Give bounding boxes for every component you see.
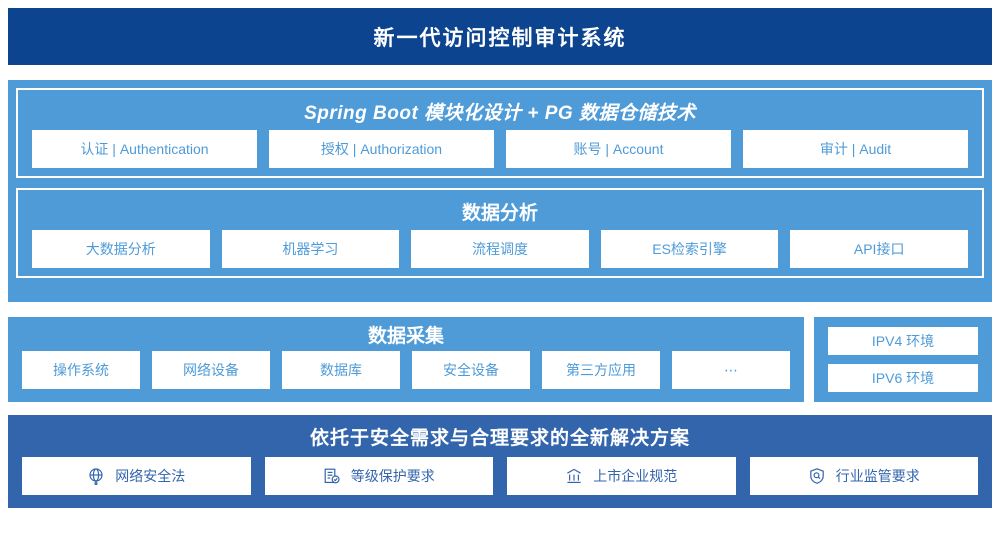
platform-group-title: Spring Boot 模块化设计 + PG 数据仓储技术 (304, 103, 696, 124)
collection-row: 数据采集 操作系统 网络设备 数据库 安全设备 第三方应用 ⋯ IPV4 环境 … (8, 317, 992, 402)
collection-card-row: 操作系统 网络设备 数据库 安全设备 第三方应用 ⋯ (22, 351, 790, 389)
analytics-group: 数据分析 大数据分析 机器学习 流程调度 ES检索引擎 API接口 (16, 188, 984, 278)
page-title: 新一代访问控制审计系统 (373, 26, 627, 50)
compliance-layer-title: 依托于安全需求与合理要求的全新解决方案 (309, 428, 690, 449)
compliance-card-label: 上市企业规范 (593, 468, 678, 484)
analytics-card-process-scheduling[interactable]: 流程调度 (411, 230, 589, 268)
source-card-third-party-app[interactable]: 第三方应用 (542, 351, 660, 389)
source-card-security-device[interactable]: 安全设备 (412, 351, 530, 389)
source-card-network-device[interactable]: 网络设备 (152, 351, 270, 389)
shield-search-icon (808, 467, 826, 485)
compliance-card-label: 等级保护要求 (350, 468, 435, 484)
collection-layer-panel: 数据采集 操作系统 网络设备 数据库 安全设备 第三方应用 ⋯ (8, 317, 804, 402)
source-card-more[interactable]: ⋯ (672, 351, 790, 389)
globe-icon (87, 467, 105, 485)
module-card-authorization[interactable]: 授权 | Authorization (269, 130, 494, 168)
platform-group: Spring Boot 模块化设计 + PG 数据仓储技术 认证 | Authe… (16, 88, 984, 178)
module-card-account[interactable]: 账号 | Account (506, 130, 731, 168)
architecture-diagram: 新一代访问控制审计系统 Spring Boot 模块化设计 + PG 数据仓储技… (0, 8, 1000, 537)
analytics-card-bigdata[interactable]: 大数据分析 (32, 230, 210, 268)
module-card-audit[interactable]: 审计 | Audit (743, 130, 968, 168)
module-card-authentication[interactable]: 认证 | Authentication (32, 130, 257, 168)
compliance-card-classified-protection[interactable]: 等级保护要求 (264, 457, 493, 495)
compliance-card-label: 行业监管要求 (835, 468, 920, 484)
analytics-card-es-search[interactable]: ES检索引擎 (600, 230, 779, 268)
compliance-card-industry-regulation[interactable]: 行业监管要求 (749, 457, 978, 495)
platform-card-row: 认证 | Authentication 授权 | Authorization 账… (32, 130, 968, 168)
compliance-card-cybersecurity-law[interactable]: 网络安全法 (22, 457, 251, 495)
source-card-operating-system[interactable]: 操作系统 (22, 351, 140, 389)
compliance-card-row: 网络安全法 等级保护要求 (22, 457, 978, 495)
environment-card-ipv4[interactable]: IPV4 环境 (828, 327, 978, 355)
document-check-icon (323, 467, 341, 485)
compliance-card-listed-enterprise[interactable]: 上市企业规范 (507, 457, 736, 495)
application-layer-panel: Spring Boot 模块化设计 + PG 数据仓储技术 认证 | Authe… (8, 80, 992, 302)
compliance-card-label: 网络安全法 (115, 468, 186, 484)
environment-card-ipv6[interactable]: IPV6 环境 (828, 364, 978, 392)
network-environment-panel: IPV4 环境 IPV6 环境 (814, 317, 992, 402)
analytics-card-api[interactable]: API接口 (790, 230, 968, 268)
source-card-database[interactable]: 数据库 (282, 351, 400, 389)
collection-layer-title: 数据采集 (367, 326, 444, 347)
analytics-group-title: 数据分析 (461, 203, 538, 224)
compliance-layer-panel: 依托于安全需求与合理要求的全新解决方案 网络安全法 (8, 415, 992, 508)
page-header: 新一代访问控制审计系统 (8, 8, 992, 65)
analytics-card-machine-learning[interactable]: 机器学习 (221, 230, 400, 268)
bank-icon (565, 467, 583, 485)
analytics-card-row: 大数据分析 机器学习 流程调度 ES检索引擎 API接口 (32, 230, 968, 268)
